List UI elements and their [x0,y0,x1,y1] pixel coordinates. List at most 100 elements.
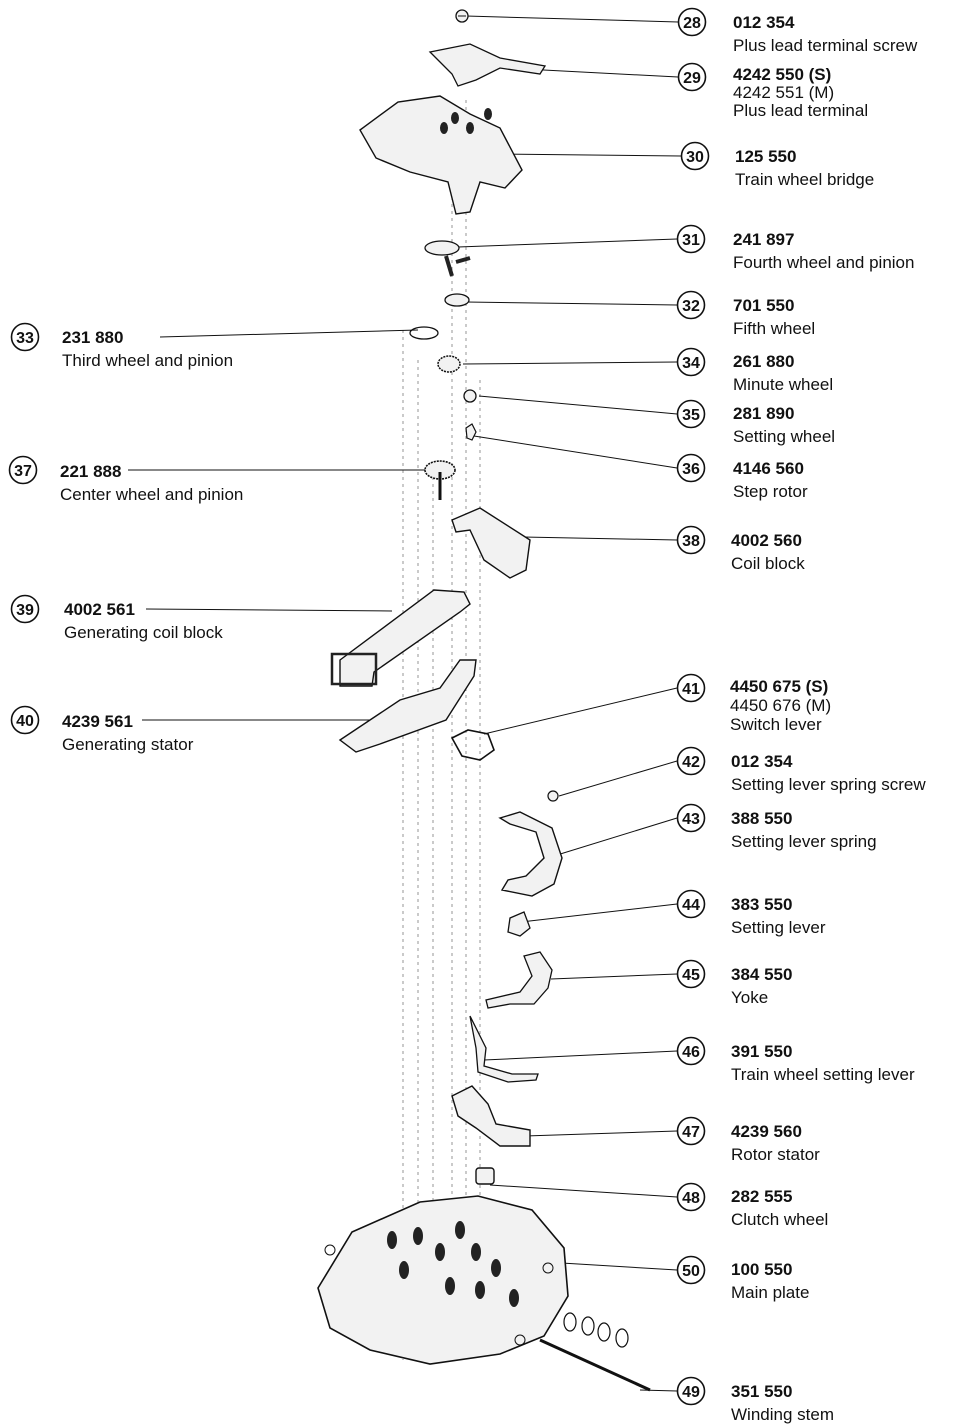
part-code: 4239 560 [731,1122,802,1141]
spring-screw-part [547,790,559,802]
part-code: 125 550 [735,147,797,166]
part-name: Winding stem [731,1405,834,1424]
callout-bubble [676,525,706,555]
clutch-wheel-part [475,1167,495,1185]
leader-line [522,536,678,541]
part-label-45: 384 550 Yoke [731,963,792,1009]
callout-bubble [676,673,706,703]
jewel-pin [440,122,448,134]
callout-bubble [676,803,706,833]
callout-bubble [680,141,710,171]
callout-number: 36 [682,461,700,478]
generating-stator-part [338,659,477,753]
leader-line [462,361,678,365]
part-label-42: 012 354 Setting lever spring screw [731,750,926,796]
part-name: Third wheel and pinion [62,351,234,370]
main-plate-part [317,1195,569,1365]
plate-hole [514,1334,526,1346]
part-code: 281 890 [733,404,795,423]
minute-wheel-part [437,355,461,373]
callout-number: 37 [14,463,32,480]
plus-lead-terminal-part [428,43,547,87]
part-name: Switch lever [730,715,822,734]
coil-block-end [330,652,378,686]
part-code: 261 880 [733,352,795,371]
part-label-43: 388 550 Setting lever spring [731,807,877,853]
part-name: Setting wheel [733,427,836,446]
callout-number: 44 [682,897,700,914]
part-code-alt: 4242 551 (M) [733,83,835,102]
part-code: 282 555 [731,1187,793,1206]
plate-hole [542,1262,554,1274]
callout-number: 42 [682,754,700,771]
part-code: 383 550 [731,895,793,914]
part-label-38: 4002 560 Coil block [731,529,805,575]
switch-lever-part [450,729,495,761]
callout-number: 48 [682,1190,700,1207]
generating-coil-block-part [339,589,471,687]
leader-line [550,973,678,980]
part-code: 701 550 [733,296,795,315]
callout-number: 32 [682,298,700,315]
stem-keyhole [581,1316,595,1336]
part-name: Rotor stator [731,1145,820,1164]
part-name: Fourth wheel and pinion [733,253,915,272]
callout-number: 35 [682,407,700,424]
part-name: Setting lever [731,918,826,937]
callout-bubble [8,455,38,485]
callout-number: 40 [16,713,34,730]
leader-line [556,817,678,856]
callout-number: 41 [682,681,700,698]
part-label-44: 383 550 Setting lever [731,893,826,939]
third-wheel-part [409,326,439,340]
part-label-32: 701 550 Fifth wheel [733,294,815,340]
plate-pin [387,1231,397,1249]
yoke-part [485,951,553,1009]
callout-number: 29 [683,70,701,87]
leader-line [544,1261,678,1271]
part-label-46: 391 550 Train wheel setting lever [731,1040,915,1086]
plate-pin [435,1243,445,1261]
part-label-36: 4146 560 Step rotor [733,457,808,503]
plate-pin [413,1227,423,1245]
part-name: Setting lever spring [731,832,877,851]
setting-lever-spring-part [498,811,563,897]
callout-bubble [10,322,40,352]
part-code: 221 888 [60,462,122,481]
callout-bubble [677,62,707,92]
leader-line [496,153,682,157]
part-label-31: 241 897 Fourth wheel and pinion [733,228,914,274]
plate-pin [455,1221,465,1239]
part-name: Step rotor [733,482,808,501]
part-name: Train wheel bridge [735,170,875,189]
leader-line [457,238,678,248]
part-label-34: 261 880 Minute wheel [733,350,833,396]
part-label-29: 4242 550 (S) 4242 551 (M) Plus lead term… [733,66,868,120]
part-code: 231 880 [62,328,124,347]
stem-keyhole [563,1312,577,1332]
callout-bubble [10,594,40,624]
callout-bubble [676,453,706,483]
callout-number: 34 [682,355,700,372]
part-label-41: 4450 675 (S) 4450 676 (M) Switch lever [730,677,831,734]
part-name: Minute wheel [733,375,834,394]
part-label-30: 125 550 Train wheel bridge [735,145,874,191]
plate-pin [445,1277,455,1295]
leader-line [465,15,679,23]
coil-block-part [451,507,531,579]
callout-number: 38 [682,533,700,550]
callout-number: 33 [16,330,34,347]
jewel-pin [466,122,474,134]
part-code: 384 550 [731,965,793,984]
part-code: 012 354 [731,752,793,771]
part-label-50: 100 550 Main plate [731,1258,809,1304]
leader-line [159,329,419,338]
part-label-37: 221 888 Center wheel and pinion [60,460,243,506]
leader-line [639,1389,678,1392]
callout-bubble [676,1255,706,1285]
callout-number: 31 [682,232,700,249]
part-name: Coil block [731,554,805,573]
callout-number: 45 [682,967,700,984]
jewel-pin [451,112,459,124]
part-label-48: 282 555 Clutch wheel [731,1185,828,1231]
